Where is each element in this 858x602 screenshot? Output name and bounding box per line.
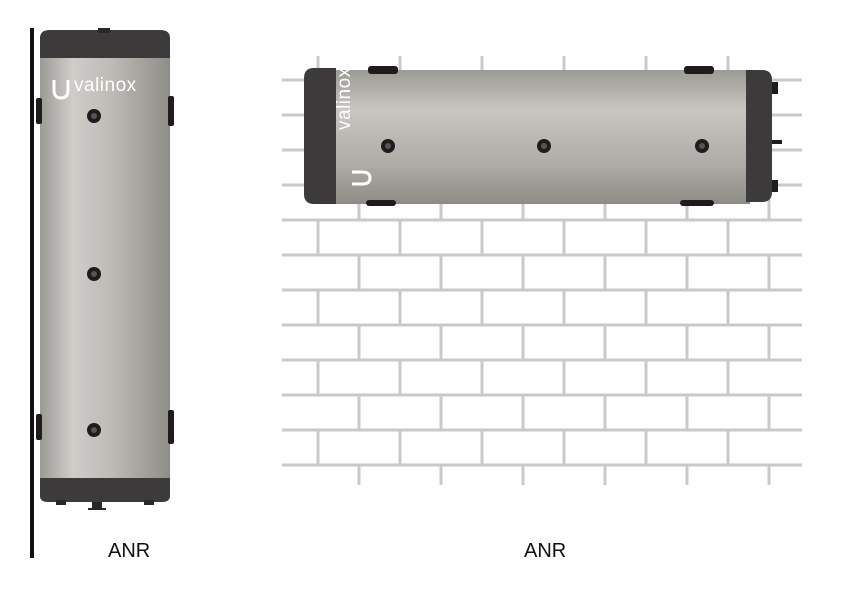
side-fitting [36, 414, 42, 440]
horizontal-tank [304, 66, 782, 206]
tank-right-cap [746, 70, 772, 202]
side-fitting [36, 98, 42, 124]
top-fitting [368, 66, 398, 74]
side-fitting [168, 410, 174, 444]
tank-top-cap [40, 30, 170, 58]
top-fitting [684, 66, 714, 74]
tank-left-cap [304, 68, 336, 204]
side-fitting [168, 96, 174, 126]
wall-line [30, 28, 34, 558]
valinox-logo-icon [52, 80, 70, 100]
vertical-tank-brand: valinox [74, 75, 137, 96]
tank-bottom-cap [40, 478, 170, 502]
bottom-fitting [366, 200, 396, 206]
vertical-tank [36, 28, 174, 510]
horizontal-tank-brand: valinox [334, 67, 355, 130]
horizontal-tank-caption: ANR [524, 540, 567, 562]
vertical-tank-caption: ANR [108, 540, 151, 562]
bottom-fitting [680, 200, 714, 206]
tank-body [40, 56, 170, 484]
tank-body [332, 70, 750, 204]
valinox-logo-icon [352, 170, 372, 186]
